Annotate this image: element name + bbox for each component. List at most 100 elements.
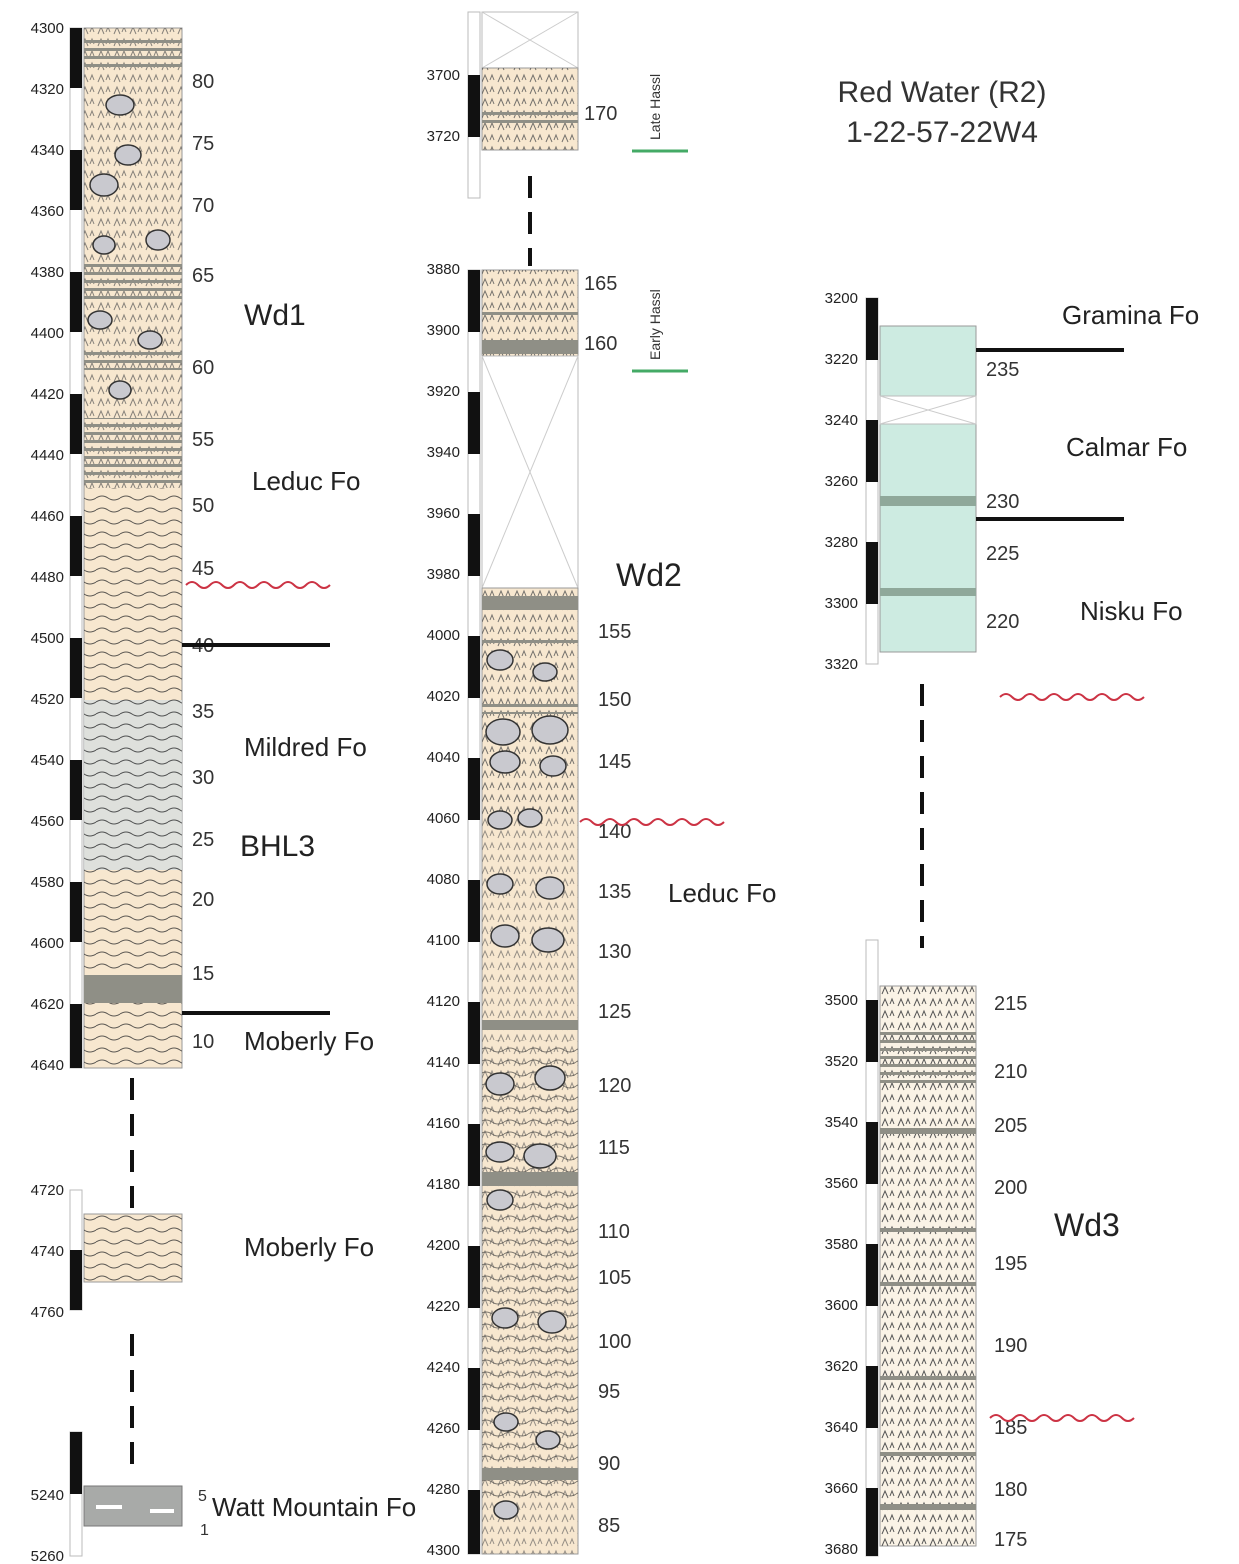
wd3-label: Wd3 (1054, 1207, 1120, 1243)
nisku-column: 3200 3220 3240 3260 3280 3300 3320 235 2… (825, 290, 1200, 948)
sample-label: 160 (584, 333, 617, 355)
depth-label: 4740 (31, 1243, 64, 1260)
moberly-column: 4720 4740 4760 Moberly Fo (31, 1182, 374, 1464)
depth-label: 4300 (427, 1542, 460, 1559)
sample-label: 35 (192, 701, 214, 723)
lithology-pattern (482, 1040, 578, 1500)
sample-label: 165 (584, 273, 617, 295)
sample-label: 235 (986, 359, 1019, 381)
lithology-pattern (96, 1505, 122, 1509)
depth-label: 4160 (427, 1115, 460, 1132)
bhl3-label: BHL3 (240, 830, 315, 863)
depth-label: 3240 (825, 412, 858, 429)
watt-mountain-column: 5240 5260 5 1 Watt Mountain Fo (31, 1432, 417, 1564)
depth-label: 3880 (427, 261, 460, 278)
depth-label: 3620 (825, 1358, 858, 1375)
sample-label: 195 (994, 1253, 1027, 1275)
sample-label: 170 (584, 103, 617, 125)
sample-label: 145 (598, 751, 631, 773)
depth-label: 4400 (31, 325, 64, 342)
sample-label: 95 (598, 1381, 620, 1403)
sample-label: 55 (192, 429, 214, 451)
depth-label: 4140 (427, 1054, 460, 1071)
sample-label: 10 (192, 1031, 214, 1053)
depth-label: 4440 (31, 447, 64, 464)
lithology-pattern (482, 68, 578, 150)
sample-label: 100 (598, 1331, 631, 1353)
lamination-icon (880, 588, 976, 596)
sample-label: 60 (192, 357, 214, 379)
moberly-formation-label: Moberly Fo (244, 1232, 374, 1262)
depth-label: 4520 (31, 691, 64, 708)
depth-label: 4560 (31, 813, 64, 830)
sample-label: 25 (192, 829, 214, 851)
wd2-depth-labels: 3880 3900 3920 3940 3960 3980 4000 4020 … (427, 261, 460, 1559)
sample-label: 120 (598, 1075, 631, 1097)
sample-label: 130 (598, 941, 631, 963)
depth-label: 3920 (427, 383, 460, 400)
sample-label: 180 (994, 1479, 1027, 1501)
lamination-icon (482, 308, 578, 318)
sample-label: 190 (994, 1335, 1027, 1357)
leduc-formation-label: Leduc Fo (668, 878, 776, 908)
sample-label: 200 (994, 1177, 1027, 1199)
depth-label: 3700 (427, 67, 460, 84)
depth-label: 4040 (427, 749, 460, 766)
depth-label: 3260 (825, 473, 858, 490)
unconformity-symbol (186, 582, 330, 588)
lithology-pattern (150, 1509, 174, 1513)
sample-label: 125 (598, 1001, 631, 1023)
lamination-icon (482, 112, 578, 126)
wd1-column: 4300 4320 4340 4360 4380 4400 4420 4440 … (31, 20, 374, 1208)
wd1-label: Wd1 (244, 299, 306, 332)
depth-label: 4640 (31, 1057, 64, 1074)
section-title-line1: Red Water (R2) (838, 76, 1047, 109)
sample-label: 230 (986, 491, 1019, 513)
sample-label: 15 (192, 963, 214, 985)
depth-label: 3660 (825, 1480, 858, 1497)
depth-label: 4540 (31, 752, 64, 769)
depth-label: 4000 (427, 627, 460, 644)
sample-label: 155 (598, 621, 631, 643)
scale-bar (866, 298, 878, 604)
nisku-depth-labels: 3200 3220 3240 3260 3280 3300 3320 (825, 290, 858, 673)
sample-label: 1 (200, 1522, 209, 1539)
watt-mountain-formation-label: Watt Mountain Fo (212, 1492, 416, 1522)
sample-label: 50 (192, 495, 214, 517)
depth-label: 4600 (31, 935, 64, 952)
depth-label: 5240 (31, 1487, 64, 1504)
depth-label: 4720 (31, 1182, 64, 1199)
sample-label: 105 (598, 1267, 631, 1289)
biozone-label: Late Hassl (647, 74, 663, 140)
depth-label: 4360 (31, 203, 64, 220)
scale-bar (70, 1250, 82, 1310)
depth-label: 3320 (825, 656, 858, 673)
lithology-pattern (84, 700, 182, 870)
biozone-label: Early Hassl (647, 289, 663, 360)
sample-label: 85 (598, 1515, 620, 1537)
sample-label: 115 (598, 1137, 630, 1159)
wd3-sample-labels: 215 210 205 200 195 190 185 180 175 (994, 993, 1027, 1551)
depth-label: 3200 (825, 290, 858, 307)
lamination-icon (880, 496, 976, 506)
wd2-sample-labels: 165 160 155 150 145 140 135 130 125 120 … (584, 273, 631, 1537)
depth-label: 4380 (31, 264, 64, 281)
sample-label: 150 (598, 689, 631, 711)
sample-label: 135 (598, 881, 631, 903)
sample-label: 110 (598, 1221, 630, 1243)
depth-label: 4760 (31, 1304, 64, 1321)
depth-label: 3980 (427, 566, 460, 583)
wd2-top-column: 3700 3720 170 Late Hassl (427, 12, 688, 266)
sample-label: 220 (986, 611, 1019, 633)
depth-label: 4100 (427, 932, 460, 949)
gramina-formation-label: Gramina Fo (1062, 300, 1199, 330)
depth-label: 3560 (825, 1175, 858, 1192)
wd3-depth-labels: 3500 3520 3540 3560 3580 3600 3620 3640 … (825, 992, 858, 1558)
calmar-formation-label: Calmar Fo (1066, 432, 1187, 462)
nisku-sample-labels: 235 230 225 220 (986, 359, 1019, 633)
moberly-formation-label: Moberly Fo (244, 1026, 374, 1056)
depth-label: 3940 (427, 444, 460, 461)
depth-label: 3900 (427, 322, 460, 339)
depth-label: 3540 (825, 1114, 858, 1131)
